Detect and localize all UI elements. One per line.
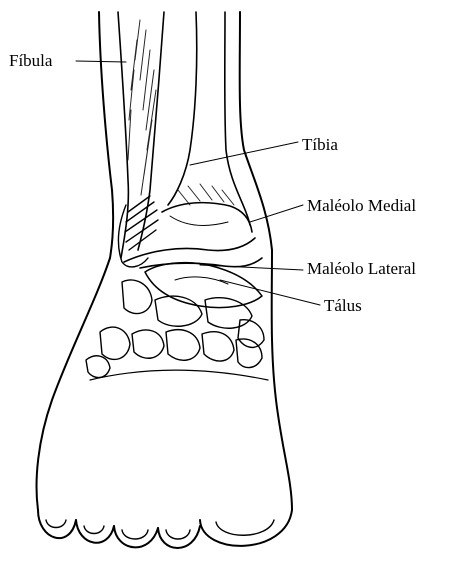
leader-lines: [76, 61, 320, 305]
label-lateral-malleolus: Maléolo Lateral: [307, 260, 416, 277]
label-tibia: Tíbia: [302, 136, 338, 153]
label-talus: Tálus: [324, 297, 362, 314]
tarsal-bones: [122, 280, 264, 347]
foot-outline: [37, 250, 292, 510]
talus-bone: [145, 263, 262, 308]
leg-outline: [99, 12, 272, 258]
label-medial-malleolus: Maléolo Medial: [307, 197, 416, 214]
leader-medial-malleolus: [250, 205, 303, 222]
label-fibula: Fíbula: [9, 52, 52, 69]
leader-fibula: [76, 61, 126, 62]
toes: [38, 510, 292, 548]
tibia-bone: [162, 12, 252, 232]
